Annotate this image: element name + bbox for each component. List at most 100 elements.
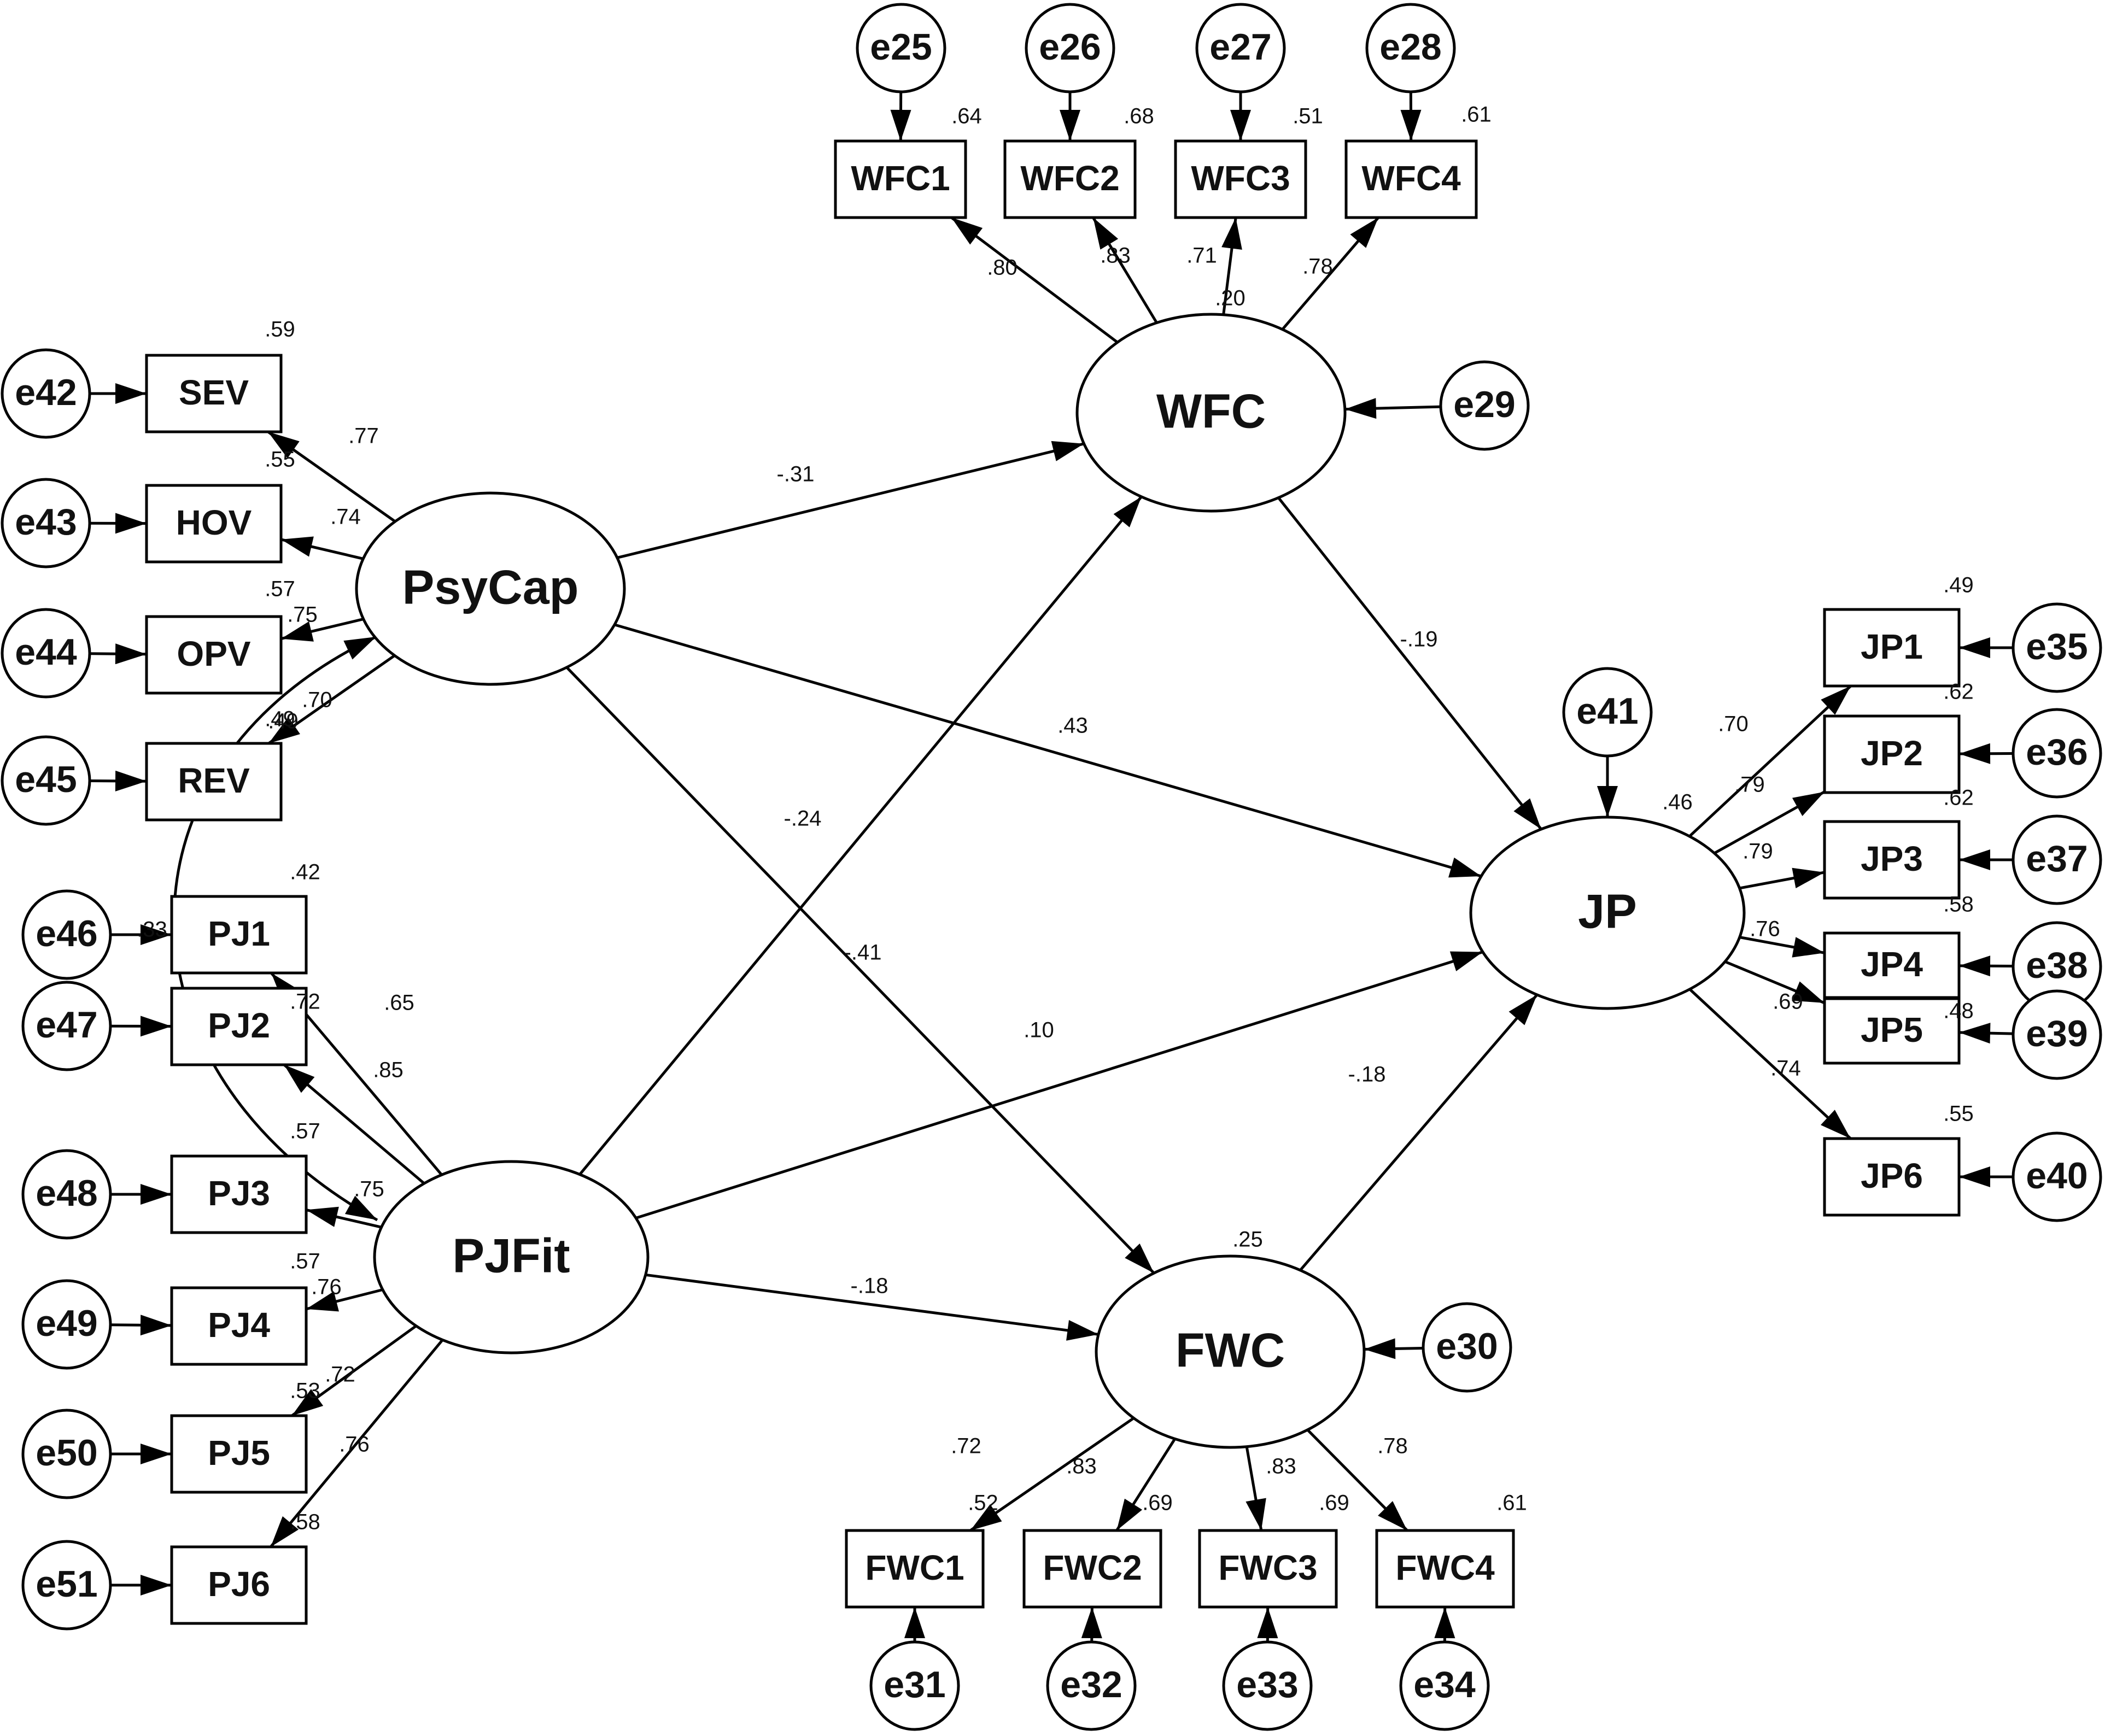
- r2-fwc3: .69: [1319, 1491, 1349, 1515]
- error-e35: [2012, 602, 2102, 693]
- observed-jp4: [1823, 931, 1961, 999]
- observed-jp3-label: JP3: [1861, 839, 1923, 878]
- loading-rev: [267, 654, 396, 745]
- r2-pj1: .42: [290, 860, 320, 884]
- error-e42: [1, 348, 91, 439]
- r2-wfc4: .61: [1461, 103, 1492, 127]
- loading-opv-value: .75: [287, 603, 318, 627]
- error-e49-label: e49: [36, 1303, 97, 1344]
- error-arrow-e49: [110, 1315, 172, 1336]
- r2-jp1: .49: [1943, 573, 1974, 597]
- loading-pj6: [270, 1339, 444, 1548]
- loading-pj2-value: .85: [373, 1058, 404, 1082]
- loading-jp5: [1724, 960, 1825, 1005]
- nodes-layer: PsyCapPJFitWFCFWCJPSEVHOVOPVREVPJ1PJ2PJ3…: [1, 3, 2102, 1731]
- loading-fwc2-value: .83: [1066, 1455, 1097, 1479]
- error-e47: [21, 981, 112, 1071]
- path-pjfit-jp-value: .10: [1024, 1018, 1054, 1042]
- observed-wfc1-label: WFC1: [851, 159, 950, 198]
- r2-latent-fwc: .25: [1232, 1228, 1263, 1252]
- loading-wfc4-value: .78: [1302, 255, 1333, 279]
- partial-label-0: .33: [137, 918, 167, 942]
- loading-fwc4-value: .78: [1377, 1434, 1408, 1458]
- error-e28: [1365, 3, 1456, 93]
- error-e27-label: e27: [1209, 26, 1271, 68]
- path-psycap-wfc-value: -.31: [777, 462, 815, 486]
- path-pjfit-jp: [635, 951, 1483, 1219]
- loading-jp2: [1714, 790, 1826, 855]
- observed-fwc3-label: FWC3: [1218, 1548, 1317, 1587]
- error-e46: [21, 889, 112, 980]
- observed-wfc2: [1003, 139, 1137, 219]
- loading-hov: [280, 536, 364, 560]
- error-e34-label: e34: [1413, 1664, 1476, 1705]
- error-e42-label: e42: [15, 372, 77, 413]
- error-e50: [21, 1409, 112, 1499]
- observed-pj1-label: PJ1: [208, 914, 270, 953]
- error-e34: [1399, 1640, 1490, 1731]
- observed-wfc4-label: WFC4: [1361, 159, 1461, 198]
- error-e48-label: e48: [36, 1172, 97, 1214]
- loading-jp1: [1688, 685, 1852, 837]
- loading-wfc3: [1221, 217, 1242, 315]
- r2-jp6: .55: [1943, 1102, 1974, 1126]
- r2-latent-jp: .46: [1662, 790, 1693, 814]
- latent-jp-label: JP: [1578, 884, 1637, 938]
- error-e26: [1025, 3, 1115, 93]
- error-e36: [2012, 708, 2102, 799]
- loading-jp4-value: .76: [1750, 917, 1780, 941]
- error-e30: [1422, 1302, 1512, 1393]
- loading-pj1-value: .65: [384, 991, 414, 1015]
- observed-pj4-label: PJ4: [208, 1305, 270, 1345]
- loading-jp5-value: .69: [1773, 990, 1803, 1014]
- observed-wfc3-label: WFC3: [1191, 159, 1290, 198]
- path-psycap-jp: [614, 623, 1482, 878]
- observed-jp1: [1823, 608, 1961, 688]
- observed-fwc1: [845, 1529, 985, 1609]
- loading-jp3-value: .79: [1743, 840, 1773, 864]
- error-e51-label: e51: [36, 1563, 97, 1605]
- loading-fwc1-value: .72: [951, 1434, 981, 1458]
- path-psycap-fwc-value: -.41: [844, 941, 882, 965]
- error-e32-label: e32: [1060, 1664, 1122, 1705]
- loading-hov-value: .74: [330, 505, 361, 529]
- path-psycap-wfc: [617, 441, 1085, 559]
- error-e32: [1046, 1640, 1137, 1731]
- loading-opv: [280, 618, 364, 642]
- error-e26-label: e26: [1039, 26, 1101, 68]
- latent-pjfit: [373, 1160, 650, 1354]
- r2-hov: .55: [265, 448, 295, 472]
- observed-jp3: [1823, 820, 1961, 900]
- r2-pj2: .72: [290, 990, 320, 1014]
- latent-pjfit-label: PJFit: [452, 1228, 570, 1282]
- r2-fwc2: .69: [1142, 1491, 1173, 1515]
- error-e37-label: e37: [2026, 838, 2088, 879]
- loading-sev-value: .77: [348, 424, 379, 448]
- error-e33-label: e33: [1236, 1664, 1298, 1705]
- observed-pj4: [170, 1286, 308, 1366]
- loading-jp3: [1739, 867, 1825, 890]
- loading-wfc2: [1092, 216, 1158, 324]
- error-e31: [869, 1640, 960, 1731]
- error-e33: [1222, 1640, 1313, 1731]
- observed-sev: [145, 354, 283, 433]
- loading-jp6: [1688, 988, 1852, 1140]
- latent-psycap-label: PsyCap: [402, 560, 579, 614]
- edges-layer: [89, 91, 2014, 1643]
- loading-pj3-value: .75: [354, 1177, 384, 1201]
- error-e41-label: e41: [1576, 690, 1638, 732]
- observed-hov-label: HOV: [176, 503, 252, 542]
- observed-wfc1: [834, 139, 967, 219]
- observed-pj5: [170, 1414, 308, 1494]
- loading-fwc2: [1115, 1438, 1176, 1532]
- loading-wfc1: [950, 216, 1119, 344]
- r2-pj5: .53: [290, 1379, 320, 1403]
- loading-sev: [267, 430, 396, 523]
- r2-wfc1: .64: [951, 104, 982, 128]
- path-pjfit-fwc: [645, 1273, 1099, 1341]
- correlation-coefficient: .49: [268, 709, 299, 734]
- observed-fwc2: [1022, 1529, 1162, 1609]
- loading-wfc2-value: .83: [1100, 244, 1131, 268]
- error-e40-label: e40: [2026, 1155, 2088, 1197]
